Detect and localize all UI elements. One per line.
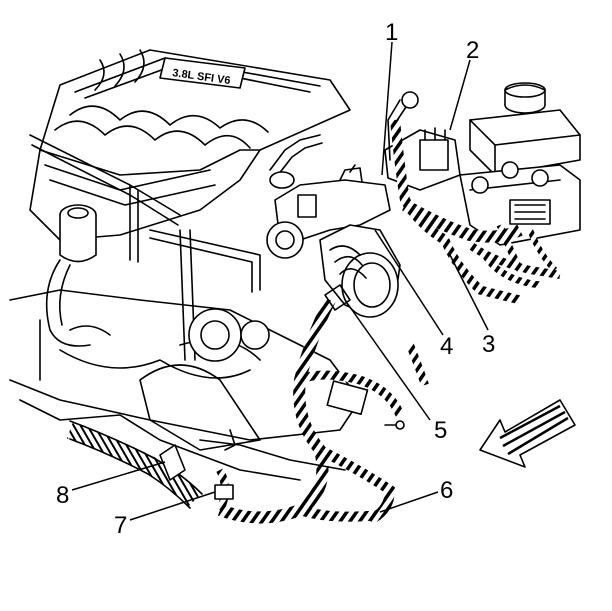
callout-8: 8 (56, 482, 69, 509)
bracket (199, 420, 405, 471)
corrugated-hose (66, 420, 203, 509)
engine-block-lower (9, 259, 361, 481)
throttle-body (266, 134, 391, 259)
wiring-harness-upper (390, 119, 561, 305)
callout-4: 4 (440, 333, 453, 360)
intake-manifold (29, 49, 351, 241)
callout-6: 6 (440, 477, 453, 504)
wiring-harness-lower (214, 284, 429, 525)
front-direction-arrow-icon (479, 399, 576, 468)
leader-lines (71, 41, 489, 521)
brake-reservoir (469, 82, 581, 176)
air-intake-duct (319, 224, 401, 318)
callout-3: 3 (482, 331, 495, 358)
abs-modulator (459, 161, 581, 246)
callouts: 1 2 3 4 5 6 7 8 (56, 19, 495, 539)
callout-7: 7 (114, 512, 127, 539)
callout-2: 2 (466, 37, 479, 64)
oil-filler-cap (59, 204, 97, 263)
callout-5: 5 (434, 417, 447, 444)
engine-marking-plate: 3.8L SFI V6 (159, 57, 246, 89)
callout-1: 1 (385, 19, 398, 46)
